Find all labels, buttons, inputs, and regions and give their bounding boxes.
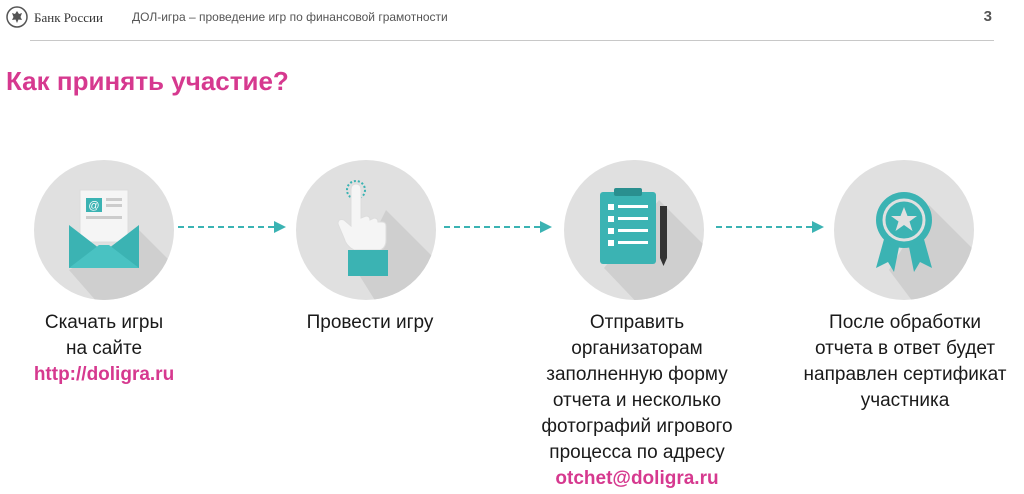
step-3-line-3: заполненную форму xyxy=(546,364,728,385)
step-arrow-2 xyxy=(444,221,552,233)
step-4-text: После обработки отчета в ответ будет нап… xyxy=(790,310,1020,414)
step-4-line-4: участника xyxy=(860,390,950,411)
step-2-line-1: Провести игру xyxy=(306,312,434,333)
hand-pointer-icon xyxy=(296,160,436,300)
page-number: 3 xyxy=(983,8,992,25)
header-subtitle: ДОЛ-игра – проведение игр по финансовой … xyxy=(132,10,448,24)
doligra-site-link[interactable]: http://doligra.ru xyxy=(33,364,175,385)
step-4-line-1: После обработки xyxy=(829,312,981,333)
step-3-line-4: отчета и несколько xyxy=(552,390,722,411)
slide-header: Банк России ДОЛ-игра – проведение игр по… xyxy=(0,0,1024,40)
step-4-line-2: отчета в ответ будет xyxy=(814,338,996,359)
step-arrow-1 xyxy=(178,221,286,233)
step-arrow-3 xyxy=(716,221,824,233)
step-1-line-1: Скачать игры xyxy=(44,312,164,333)
envelope-icon: @ xyxy=(34,160,174,300)
step-3-line-5: фотографий игрового xyxy=(541,416,733,437)
step-3-line-6: процесса по адресу xyxy=(549,442,725,463)
report-email-link[interactable]: otchet@doligra.ru xyxy=(555,468,719,489)
award-icon xyxy=(834,160,974,300)
step-3-line-1: Отправить xyxy=(589,312,685,333)
step-3-text: Отправить организаторам заполненную форм… xyxy=(524,310,750,492)
bank-eagle-logo-icon xyxy=(6,6,28,28)
svg-text:@: @ xyxy=(88,200,99,212)
step-4-line-3: направлен сертификат xyxy=(803,364,1007,385)
header-divider xyxy=(30,40,994,41)
checklist-icon xyxy=(564,160,704,300)
brand-name: Банк России xyxy=(34,10,103,25)
step-1-text: Скачать игры на сайте http://doligra.ru xyxy=(4,310,204,388)
step-1-line-2: на сайте xyxy=(65,338,143,359)
page-title: Как принять участие? xyxy=(6,66,289,96)
step-2-text: Провести игру xyxy=(270,310,470,336)
step-3-line-2: организаторам xyxy=(571,338,703,359)
